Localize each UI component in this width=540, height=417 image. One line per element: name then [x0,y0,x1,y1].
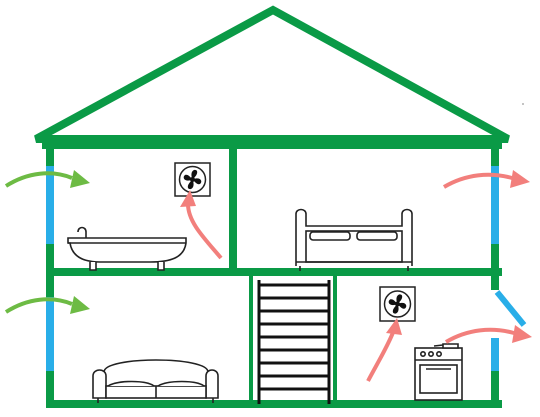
right-wall-vent-hood [494,290,527,327]
exhaust-air-arrowhead [512,325,532,343]
exhaust-air-arrow [366,329,396,382]
house-structure [34,5,510,408]
exhaust-air-arrow [444,327,515,344]
exhaust-air-arrow [442,172,513,189]
exhaust-air-arrowhead [180,190,196,207]
bathtub-icon [67,226,187,271]
sofa-icon [92,359,219,403]
fan-icon [379,286,416,322]
roof [34,5,510,143]
staircase [257,280,331,404]
fresh-air-arrow [4,297,73,314]
right-wall [491,145,527,406]
exhaust-air-arrow [186,203,223,260]
fresh-air-arrows [4,170,90,314]
fresh-air-arrowhead [70,170,90,188]
fresh-air-arrowhead [70,296,90,314]
fresh-air-arrow [4,171,73,188]
edge-mark [522,103,524,105]
exhaust-air-arrowhead [510,170,530,188]
exhaust-air-arrows [180,170,532,382]
exhaust-air-arrowhead [386,318,402,335]
stove-icon [414,343,463,401]
bed-icon [295,208,413,271]
fan-icon [174,162,211,197]
